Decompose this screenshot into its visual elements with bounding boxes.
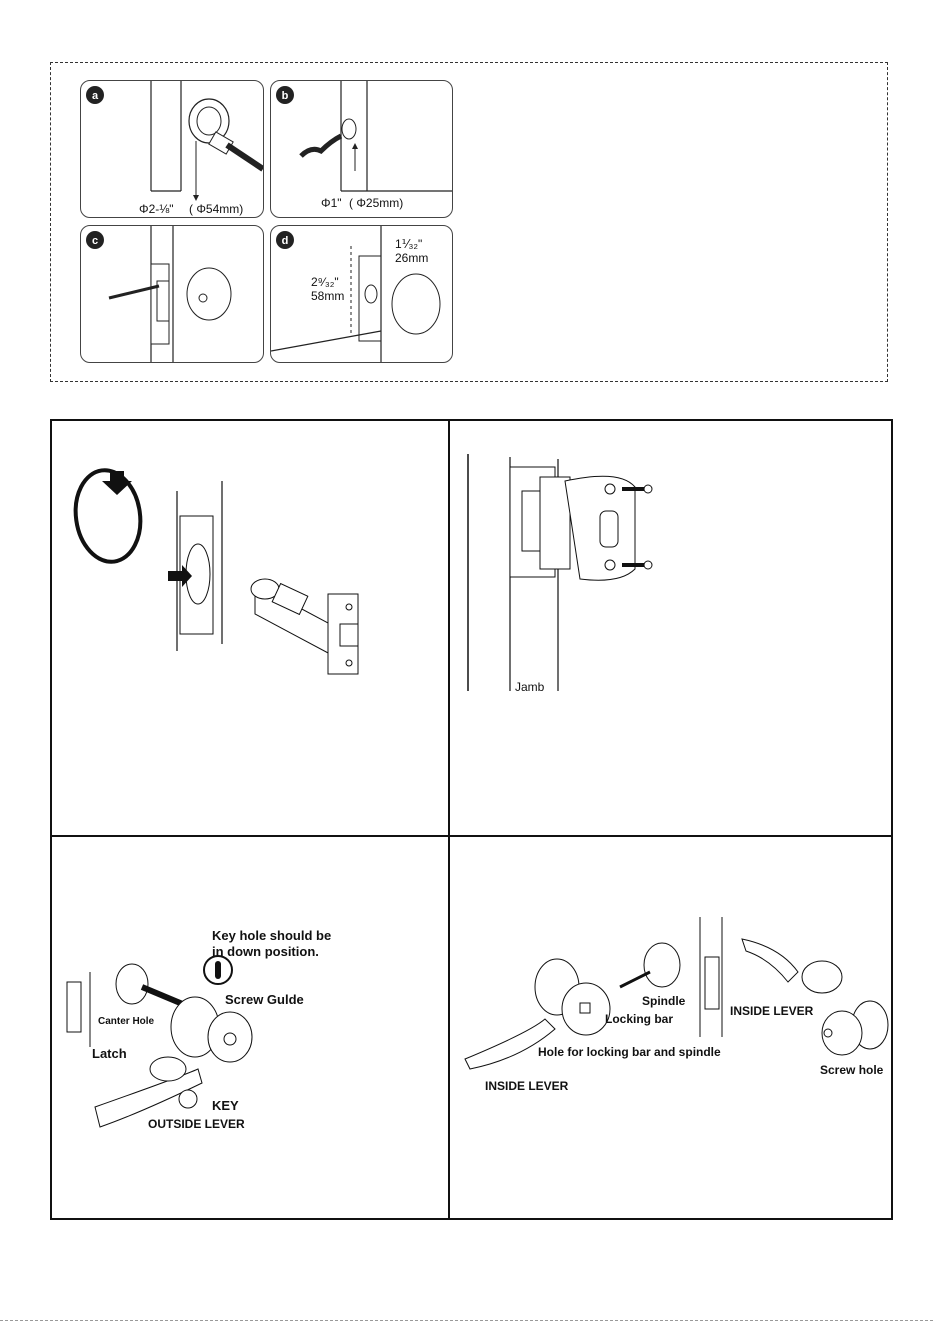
screw-hole-label: Screw hole <box>820 1063 884 1077</box>
screw-guide-label: Screw Gulde <box>225 992 304 1007</box>
strike-plate-drawing: Jamb <box>450 419 893 835</box>
step-d-drawing: d 1⅟₃₂" 26mm 2⁹⁄₃₂" 58mm <box>271 226 452 362</box>
center-hole-label: Canter Hole <box>98 1016 155 1027</box>
spindle-label: Spindle <box>642 994 686 1008</box>
latch-label: Latch <box>92 1046 127 1061</box>
inside-lever-left <box>465 1019 555 1069</box>
step-b-panel: b Φ1" ( Φ25mm) <box>270 80 453 218</box>
outside-lever-label: OUTSIDE LEVER <box>148 1117 245 1131</box>
step-letter: c <box>92 235 98 247</box>
locking-bar-label: Locking bar <box>605 1012 673 1026</box>
bore-diameter-label: Φ2-⅛" <box>139 202 174 216</box>
step-a-panel: a Φ2-⅛" ( Φ54mm) <box>80 80 264 218</box>
step-a-drawing: a Φ2-⅛" ( Φ54mm) <box>81 81 263 217</box>
step-c-drawing: c <box>81 226 263 362</box>
step-letter: d <box>282 235 289 247</box>
step-d-panel: d 1⅟₃₂" 26mm 2⁹⁄₃₂" 58mm <box>270 225 453 363</box>
center-height-mm-label: 58mm <box>311 289 344 303</box>
inside-lever-right-label: INSIDE LEVER <box>730 1004 814 1018</box>
center-height-inch-label: 2⁹⁄₃₂" <box>311 275 339 289</box>
step-letter: b <box>282 90 289 102</box>
gasket-ring <box>70 466 146 566</box>
latch-mechanism <box>251 579 358 674</box>
hole-label: Hole for locking bar and spindle <box>538 1045 721 1059</box>
step-b-drawing: b Φ1" ( Φ25mm) <box>271 81 452 217</box>
backset-mm-label: 26mm <box>395 251 428 265</box>
cross-bore-diameter-mm: ( Φ25mm) <box>349 196 403 210</box>
cross-bore-diameter-label: Φ1" <box>321 196 342 210</box>
outside-lever-drawing: Key hole should be in down position. Scr… <box>50 837 448 1220</box>
step-c-panel: c <box>80 225 264 363</box>
down-arrow-icon <box>102 471 132 495</box>
keyhole-note-line2: in down position. <box>212 944 319 959</box>
bore-diameter-mm: ( Φ54mm) <box>189 202 243 216</box>
backset-inch-label: 1⅟₃₂" <box>395 237 422 251</box>
jamb-label: Jamb <box>515 680 545 694</box>
inside-lever-drawing: Spindle Locking bar Hole for locking bar… <box>450 837 893 1220</box>
keyhole-note-line1: Key hole should be <box>212 928 331 943</box>
latch-install-drawing <box>50 419 448 835</box>
step-letter: a <box>92 90 99 102</box>
inside-lever-right <box>742 939 798 982</box>
key-label: KEY <box>212 1098 239 1113</box>
inside-lever-left-label: INSIDE LEVER <box>485 1079 569 1093</box>
